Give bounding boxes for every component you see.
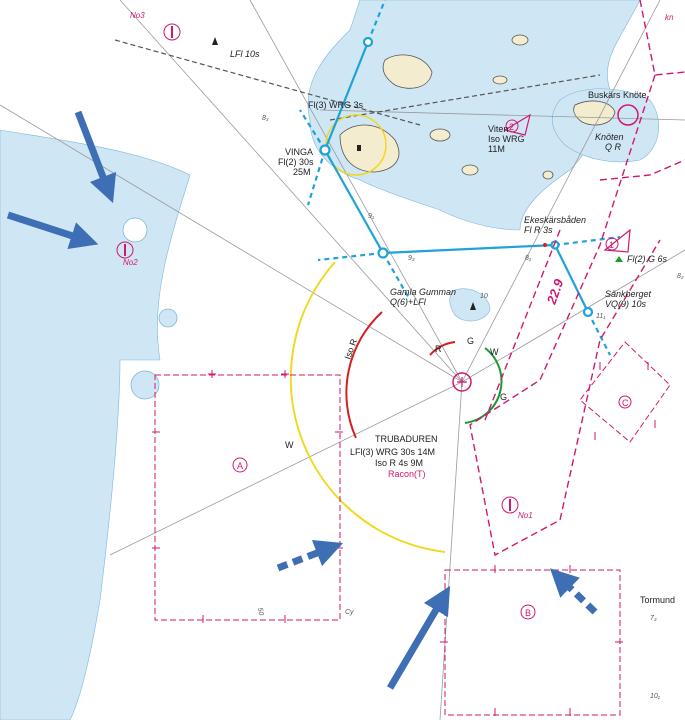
label-no3: No3 xyxy=(130,11,145,20)
buoy-no2[interactable] xyxy=(116,241,134,259)
area-b-boundary xyxy=(444,569,621,716)
label-ekeskar-name: Ekeskärsbåden xyxy=(524,215,586,225)
label-vinga-name: VINGA xyxy=(285,147,313,157)
light-marker-vinga[interactable] xyxy=(319,144,331,156)
sector-red-arc xyxy=(345,311,383,439)
sector-green-arc xyxy=(464,347,503,424)
label-speed: 22.9 xyxy=(543,276,566,307)
shallow-water-gamla xyxy=(449,288,491,322)
label-route-2: 2 xyxy=(509,122,514,132)
label-sankberget-char: VQ(9) 10s xyxy=(605,299,647,309)
label-truba-name: TRUBADUREN xyxy=(375,434,438,444)
area-c-marker xyxy=(618,395,632,409)
label-no1: No1 xyxy=(518,511,533,520)
buoy-no1[interactable] xyxy=(501,496,519,514)
label-knoten-char: Q R xyxy=(605,142,622,152)
label-sector-g2: G xyxy=(500,392,507,402)
light-marker-3[interactable] xyxy=(377,247,389,259)
label-sector-r: R xyxy=(435,344,442,354)
label-viten-char: Iso WRG xyxy=(488,134,525,144)
label-sector-w: W xyxy=(490,347,499,357)
leading-lines xyxy=(323,41,589,313)
label-cy: Cy xyxy=(345,609,354,616)
label-knoten-name: Knöten xyxy=(595,132,624,142)
label-gamla-name: Gamla Gumman xyxy=(390,287,456,297)
cable-lines xyxy=(114,39,601,126)
depth-8: 10₁ xyxy=(650,693,661,700)
knoten-light[interactable] xyxy=(617,104,639,126)
depth-2: 9₁ xyxy=(368,213,375,220)
label-truba-char1: LFl(3) WRG 30s 14M xyxy=(350,447,435,457)
label-route-1: 1 xyxy=(609,240,614,250)
label-lfl10s: LFl 10s xyxy=(230,49,260,59)
sector-red-small xyxy=(429,341,456,356)
area-a-boundary xyxy=(154,374,341,621)
depth-10: 50 xyxy=(256,607,264,616)
label-fl3-wrg: Fl(3) WRG 3s xyxy=(308,100,363,110)
annotation-arrows-dashed xyxy=(276,539,598,615)
label-area-c: C xyxy=(622,398,629,408)
depth-3: 9₃ xyxy=(408,255,415,262)
label-tormund: Tormund xyxy=(640,595,675,605)
depth-9: 8₂ xyxy=(677,273,684,280)
label-truba-char2: Iso R 4s 9M xyxy=(375,458,423,468)
reporting-point-2 xyxy=(503,113,531,136)
label-sector-g: G xyxy=(467,336,474,346)
area-c-boundary xyxy=(579,341,671,443)
light-marker-1[interactable] xyxy=(362,36,374,48)
label-ekeskar-char: Fl R 3s xyxy=(524,225,553,235)
depth-5: 11₁ xyxy=(596,313,606,320)
label-area-a: A xyxy=(237,461,243,471)
label-fl2g: Fl(2) G 6s xyxy=(627,254,668,264)
buoy-no3[interactable] xyxy=(163,23,181,41)
label-viten-name: Viten xyxy=(488,124,508,134)
sector-white-arc xyxy=(289,261,446,553)
traffic-separation xyxy=(469,0,685,557)
label-w-left: W xyxy=(285,440,294,450)
label-vinga-range: 25M xyxy=(293,167,311,177)
label-area-b: B xyxy=(525,608,531,618)
label-vinga-char: Fl(2) 30s xyxy=(278,157,314,167)
depth-7: 7₃ xyxy=(650,615,657,622)
island-north xyxy=(382,54,433,89)
light-marker-sankberget[interactable] xyxy=(582,306,594,318)
reporting-point-1 xyxy=(603,228,631,253)
depth-1: 8₃ xyxy=(262,115,269,122)
area-a-marker xyxy=(232,457,248,473)
label-racon: Racon(T) xyxy=(388,469,426,479)
depth-6: 8₁ xyxy=(525,255,532,262)
depth-4: 10 xyxy=(480,293,488,300)
beacon-marks xyxy=(212,37,623,310)
light-symbol-trubaduren[interactable] xyxy=(452,372,472,392)
label-kn: kn xyxy=(665,13,674,22)
area-b-marker xyxy=(520,604,536,620)
annotation-arrows xyxy=(6,110,451,690)
label-viten-range: 11M xyxy=(488,144,505,154)
label-gamla-char: Q(6)+LFl xyxy=(390,297,427,307)
label-no2: No2 xyxy=(123,258,138,267)
label-iso-r: Iso R xyxy=(342,337,359,361)
shallow-water-left xyxy=(0,129,191,720)
label-sankberget-name: Sänkberget xyxy=(605,289,652,299)
label-buskars: Buskärs Knöte xyxy=(588,90,647,100)
